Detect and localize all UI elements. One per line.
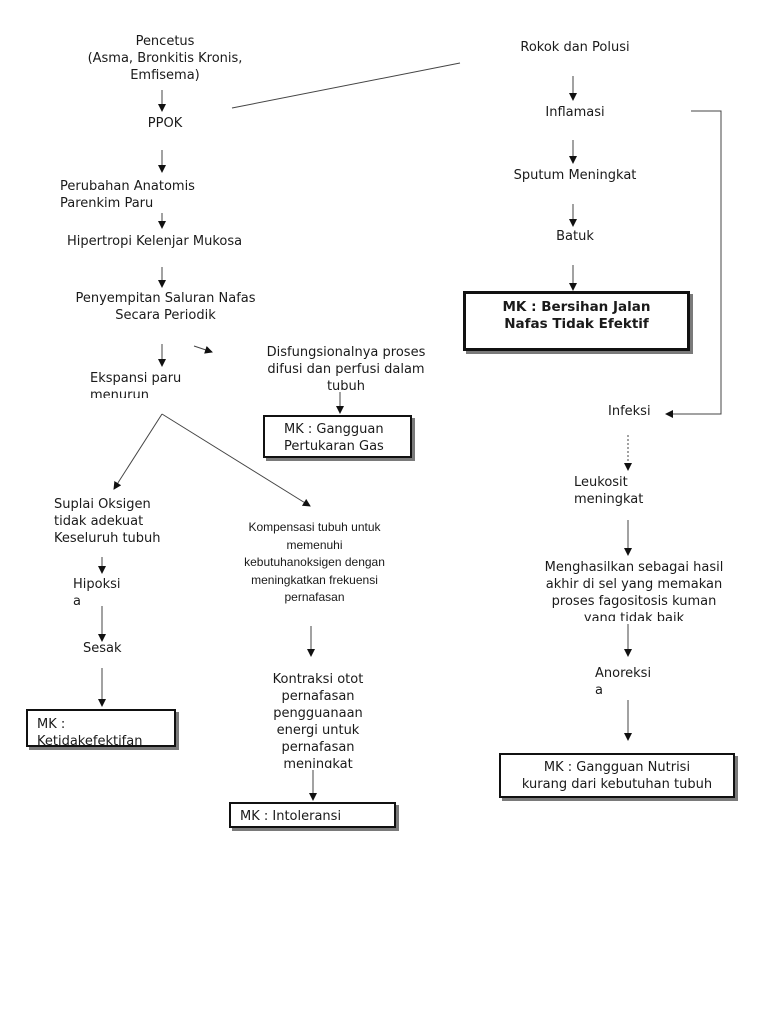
arrow-to-disfungsi <box>193 345 213 354</box>
node-kompensasi: Kompensasi tubuh untuk memenuhi kebutuha… <box>244 520 385 604</box>
node-penyempitan: Penyempitan Saluran Nafas Secara Periodi… <box>75 291 256 323</box>
node-rokok-polusi: Rokok dan Polusi <box>520 40 630 55</box>
mk-gangguan-pertukaran-gas: MK : Gangguan Pertukaran Gas <box>263 415 412 458</box>
node-perubahan-anatomis: Perubahan Anatomis Parenkim Paru <box>60 179 195 211</box>
node-anoreksia: Anoreksi a <box>595 666 652 698</box>
node-ekspansi: Ekspansi paru menurun <box>90 371 182 398</box>
node-hipoksia: Hipoksi a <box>73 577 121 609</box>
mk-gangguan-nutrisi: MK : Gangguan Nutrisi kurang dari kebutu… <box>499 753 735 798</box>
node-batuk: Batuk <box>556 229 594 244</box>
node-suplai-oksigen: Suplai Oksigen tidak adekuat Keseluruh t… <box>54 497 161 546</box>
node-leukosit: Leukosit meningkat <box>574 475 644 507</box>
node-kontraksi: Kontraksi otot pernafasan pengguanaan en… <box>272 672 364 768</box>
node-sputum: Sputum Meningkat <box>513 168 637 183</box>
node-disfungsi: Disfungsionalnya proses difusi dan perfu… <box>266 345 426 394</box>
arrow-ekspansi-suplai <box>113 413 163 490</box>
mk-intoleransi: MK : Intoleransi <box>229 802 396 828</box>
mk-ketidakefektifan: MK : Ketidakefektifan <box>26 709 176 747</box>
node-inflamasi: Inflamasi <box>545 105 605 120</box>
node-pencetus: Pencetus (Asma, Bronkitis Kronis, Emfise… <box>87 34 243 83</box>
node-ppok: PPOK <box>147 116 183 131</box>
node-menghasilkan: Menghasilkan sebagai hasil akhir di sel … <box>544 560 724 621</box>
mk-bersihan-jalan-nafas: MK : Bersihan Jalan Nafas Tidak Efektif <box>463 291 690 351</box>
node-infeksi: Infeksi <box>608 404 651 419</box>
line-inflamasi-infeksi <box>665 110 722 418</box>
node-hipertropi: Hipertropi Kelenjar Mukosa <box>67 234 243 249</box>
node-sesak: Sesak <box>83 641 122 656</box>
